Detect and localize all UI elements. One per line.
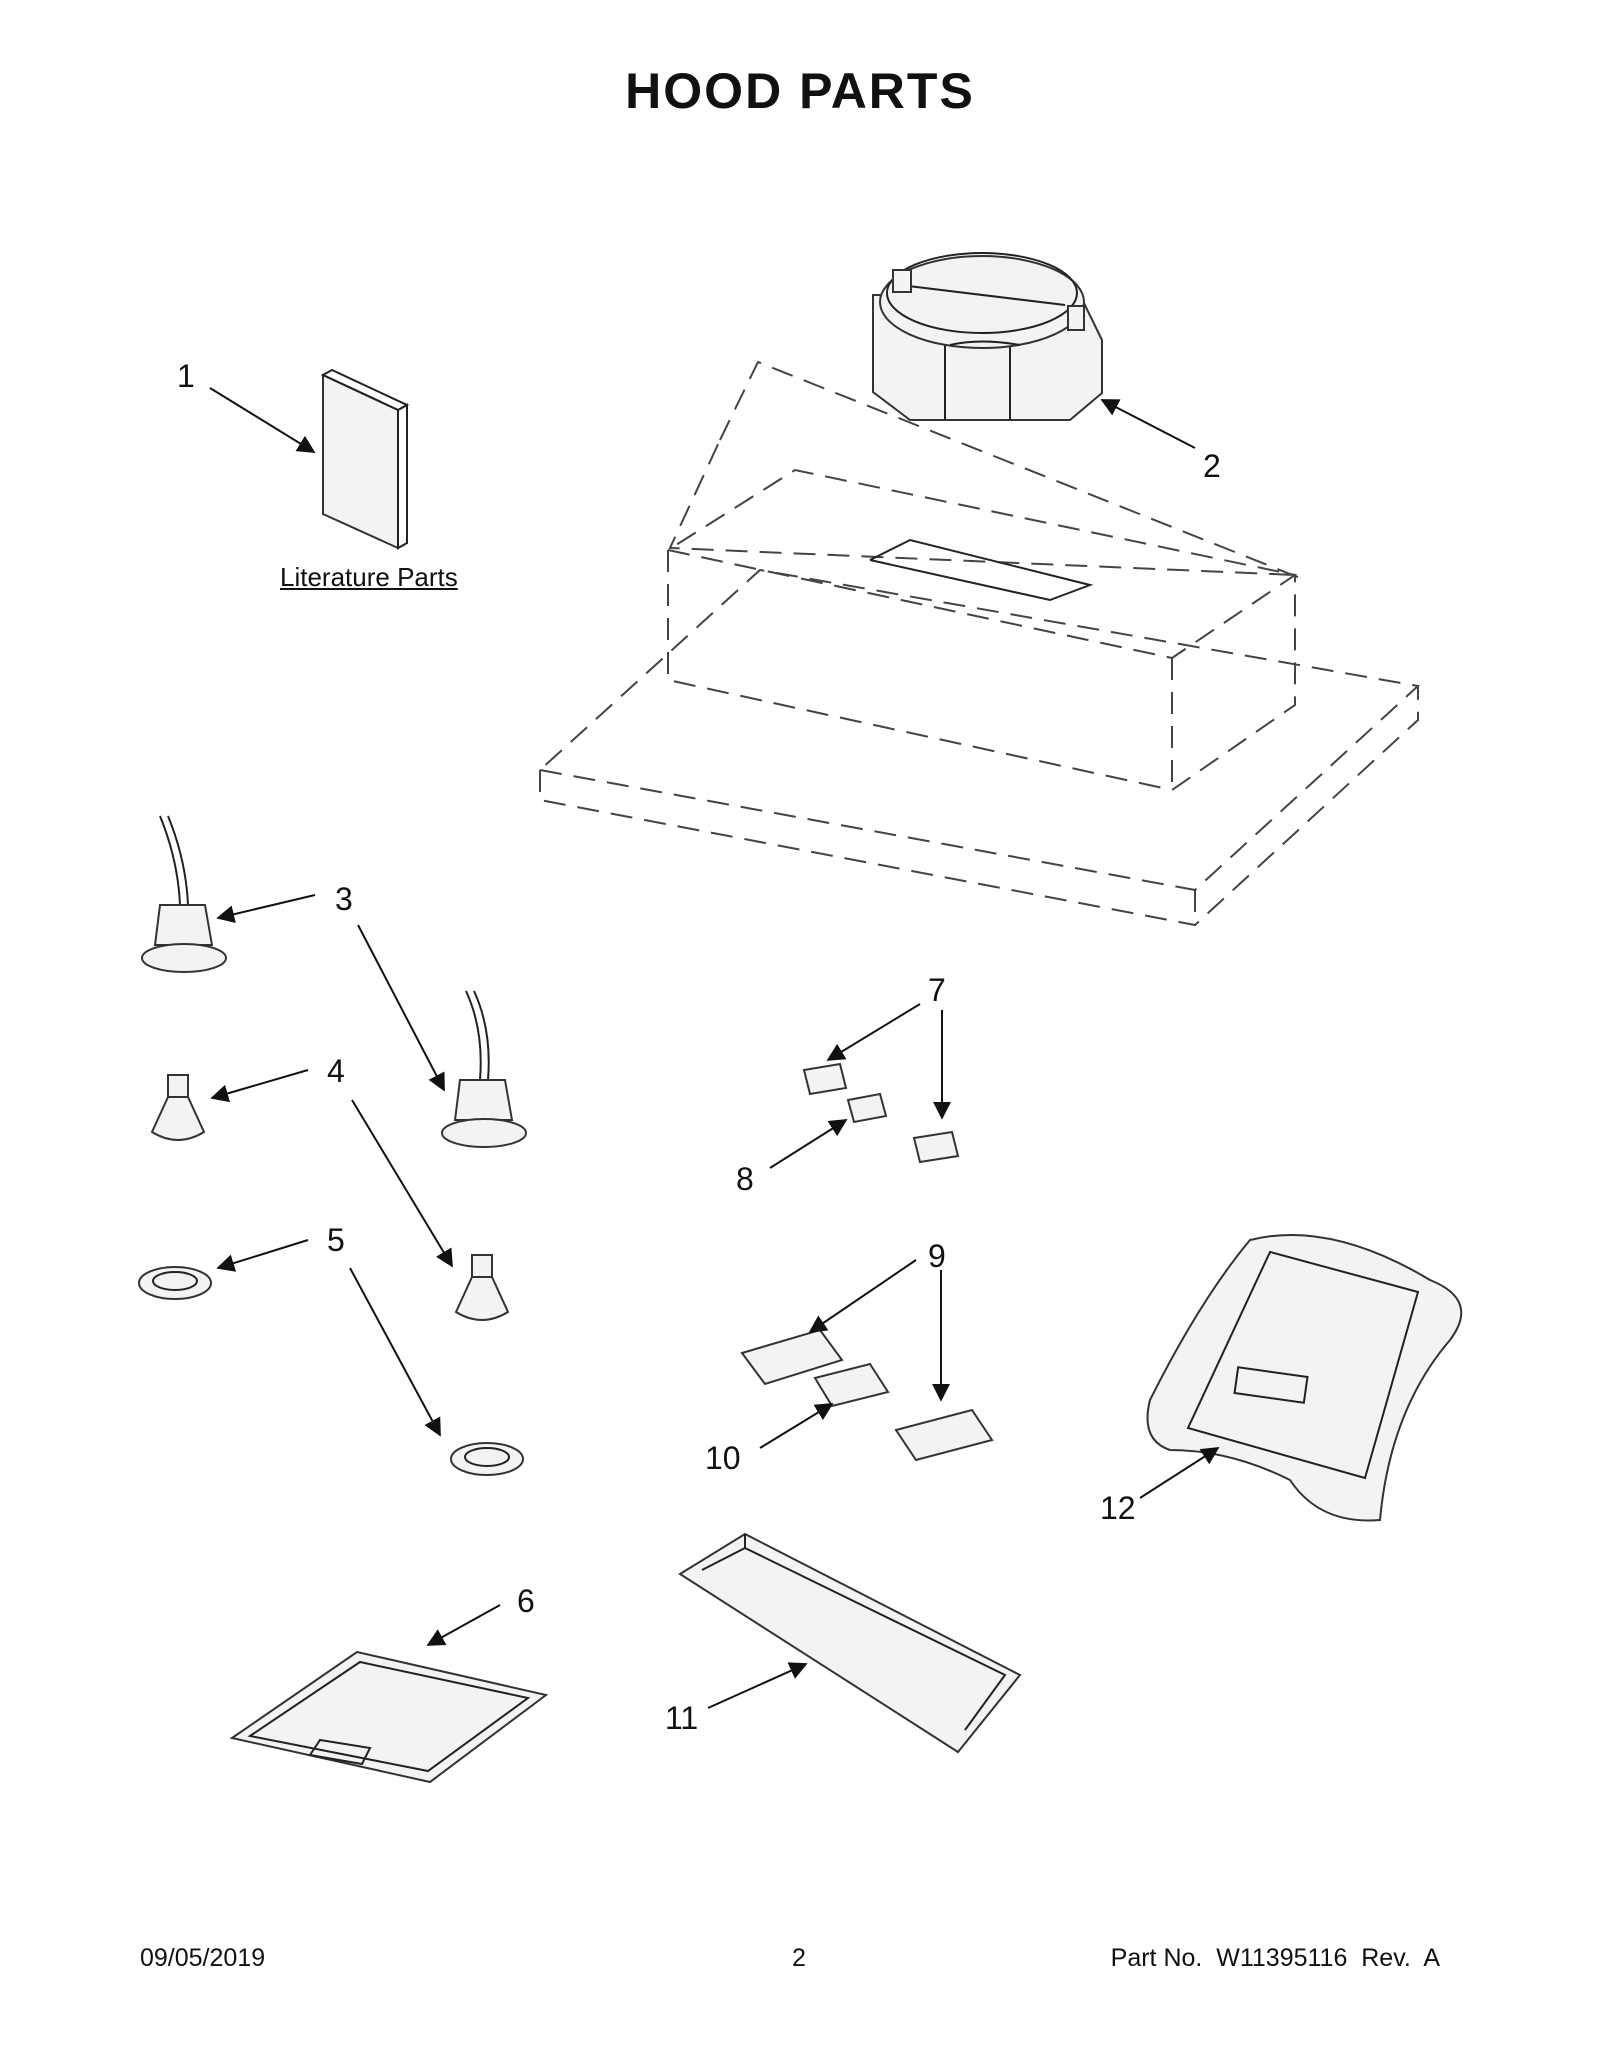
- light-panel-part: [678, 1532, 1022, 1754]
- callout-10: 10: [705, 1440, 741, 1476]
- trim-ring-part: [450, 1442, 524, 1476]
- light-socket-part: [141, 815, 227, 973]
- callout-4: 4: [327, 1053, 345, 1089]
- callout-9: 9: [928, 1238, 946, 1274]
- footer-date: 09/05/2019: [140, 1944, 266, 1972]
- light-bulb-part: [454, 1254, 510, 1321]
- footer-page-number: 2: [792, 1944, 806, 1972]
- callout-7: 7: [928, 972, 946, 1008]
- callout-3: 3: [335, 881, 353, 917]
- leader-arrows: [209, 387, 1220, 1709]
- literature-parts-link[interactable]: Literature Parts: [280, 562, 458, 592]
- page-title: HOOD PARTS: [625, 63, 975, 119]
- trim-ring-part: [138, 1266, 212, 1300]
- callout-11: 11: [665, 1700, 699, 1736]
- callout-5: 5: [327, 1222, 345, 1258]
- callout-8: 8: [736, 1161, 754, 1197]
- footer-part-number: Part No. W11395116 Rev. A: [1110, 1944, 1440, 1972]
- hood-housing-outline: [537, 360, 1421, 927]
- bracket-part: [740, 1328, 994, 1462]
- light-socket-part: [441, 990, 527, 1148]
- callout-12: 12: [1100, 1490, 1136, 1526]
- light-bulb-part: [150, 1074, 206, 1141]
- callout-1: 1: [177, 358, 195, 394]
- installation-sheet-part: [1146, 1234, 1463, 1522]
- callout-6: 6: [517, 1583, 535, 1619]
- callout-2: 2: [1203, 448, 1221, 484]
- terminal-block-part: [802, 1062, 960, 1164]
- grease-filter-part: [229, 1650, 549, 1784]
- literature-booklet-part: [320, 368, 410, 550]
- blower-damper-part: [872, 252, 1103, 421]
